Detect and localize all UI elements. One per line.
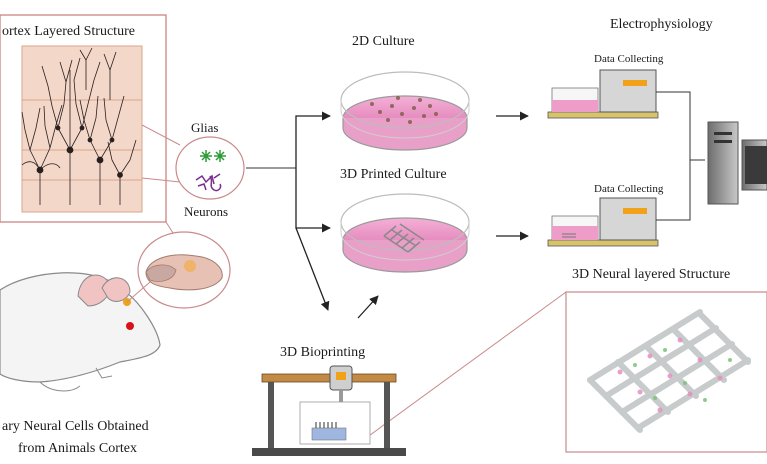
data-collecting-label-bottom: Data Collecting <box>594 183 664 195</box>
neural-cells-label-line2: from Animals Cortex <box>18 441 137 456</box>
mouse-illustration <box>0 272 161 392</box>
connector-print-to-structure <box>365 291 567 439</box>
bioprinter-icon <box>252 365 406 456</box>
scaffold-lattice <box>587 309 751 433</box>
culture-3d-label: 3D Printed Culture <box>340 167 447 182</box>
petri-dish-3d <box>340 193 470 273</box>
electrode-indicator-top <box>623 80 647 86</box>
electrode-indicator-bottom <box>623 208 647 214</box>
petri-dish-2d <box>340 71 470 151</box>
cortex-neurons-drawing <box>21 47 137 205</box>
recording-rig-bottom: Data Collecting <box>547 183 664 247</box>
neurons-label: Neurons <box>184 204 228 219</box>
recording-rig-top: Data Collecting <box>547 53 664 119</box>
cortex-title: ortex Layered Structure <box>2 24 135 39</box>
neural-layered-label: 3D Neural layered Structure <box>572 267 730 282</box>
cable-top <box>656 91 705 161</box>
culture-2d-label: 2D Culture <box>352 34 415 49</box>
culture-2d-group: 2D Culture <box>340 34 470 151</box>
glia-cell-icon <box>200 150 226 162</box>
cell-types-group: Glias Neurons <box>175 120 245 219</box>
mouse-eye <box>126 322 134 330</box>
connector-cortex-glia-bottom <box>141 177 181 183</box>
connector-cortex-glia-top <box>141 124 181 146</box>
data-collecting-label-top: Data Collecting <box>594 53 664 65</box>
computer-icon <box>707 121 767 205</box>
glias-label: Glias <box>191 120 218 135</box>
neuron-cell-icon <box>195 173 222 192</box>
bioprinting-label: 3D Bioprinting <box>280 345 365 360</box>
flow-arrows-main <box>246 111 379 319</box>
culture-3d-group: 3D Printed Culture <box>340 167 470 273</box>
printed-scaffold-small <box>383 223 425 253</box>
electrophysiology-label: Electrophysiology <box>610 17 713 32</box>
cortex-panel: ortex Layered Structure <box>0 14 167 223</box>
cable-bottom <box>656 160 691 221</box>
neural-cells-label-line1: ary Neural Cells Obtained <box>2 419 149 434</box>
connector-mouse-brain <box>126 281 151 303</box>
brain-zoom <box>137 231 231 309</box>
neural-layered-panel <box>565 291 767 453</box>
